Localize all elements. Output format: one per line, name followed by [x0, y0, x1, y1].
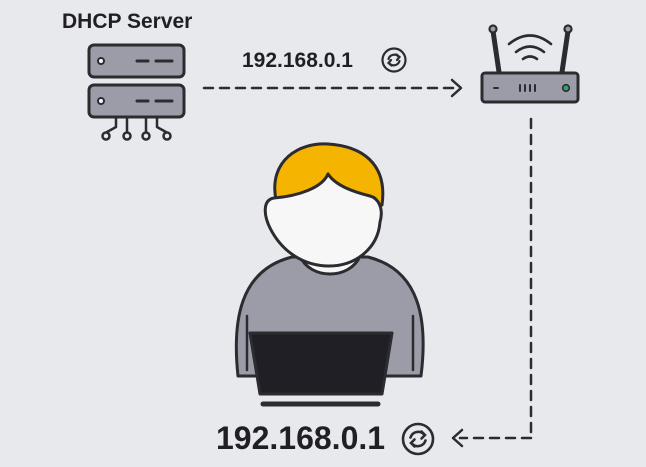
router-to-client-arrow: [451, 117, 533, 448]
client-ip-label: 192.168.0.1: [216, 420, 385, 456]
server-icon: [87, 43, 186, 141]
router-ip-label: 192.168.0.1: [242, 49, 353, 72]
refresh-icon: [381, 47, 407, 73]
refresh-icon: [401, 422, 435, 456]
wifi-router-icon: [480, 24, 580, 104]
server-to-router-arrow: [202, 78, 463, 98]
user-laptop-icon: [234, 142, 425, 407]
server-title: DHCP Server: [62, 10, 192, 33]
